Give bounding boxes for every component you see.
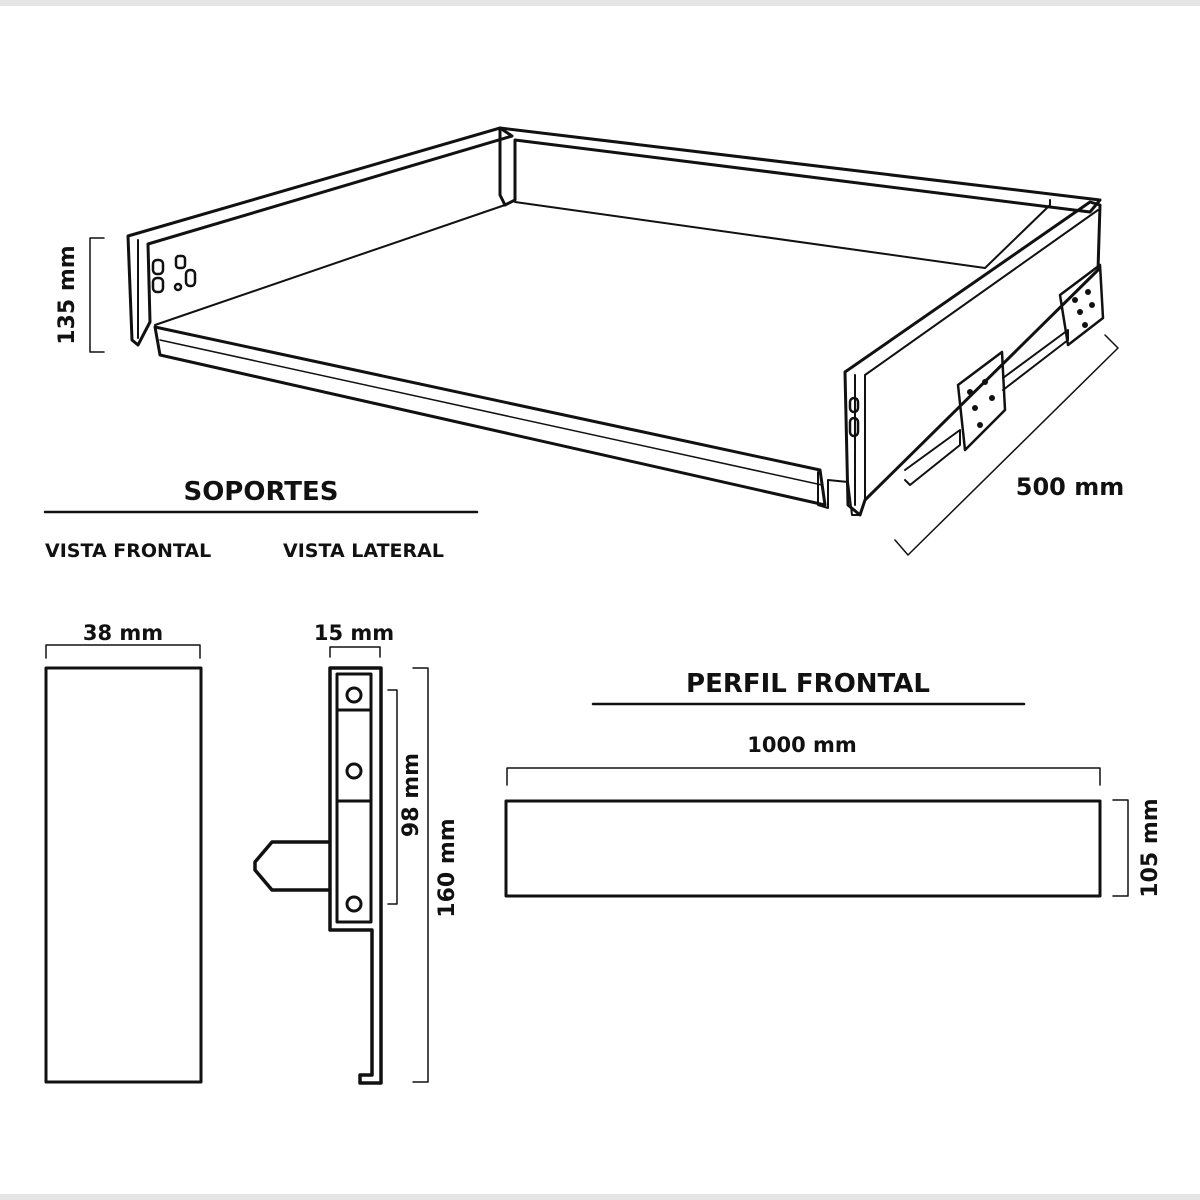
- supports-title: SOPORTES: [183, 477, 338, 507]
- drawer-front-rail: [153, 325, 827, 507]
- front-profile-shape: [504, 799, 1102, 898]
- screw-hole: [345, 686, 363, 704]
- screw-hole: [345, 895, 363, 913]
- profile-height-label: 105 mm: [1138, 798, 1163, 897]
- top-band: [0, 0, 1200, 6]
- drawer-right-panel: [843, 200, 1102, 517]
- profile-width-bracket: [506, 767, 1101, 786]
- side-view-label: VISTA LATERAL: [283, 540, 444, 562]
- front-width-label: 38 mm: [83, 621, 163, 645]
- support-front-view: [44, 666, 203, 1084]
- depth-dimension-bracket: [894, 334, 1119, 556]
- hole-span-label: 98 mm: [399, 753, 424, 837]
- front-view-label: VISTA FRONTAL: [45, 540, 211, 562]
- slide-bracket-front: [956, 350, 1007, 452]
- height-dimension-bracket: [89, 237, 105, 353]
- drawer-illustration: [126, 126, 1105, 517]
- bottom-band: [0, 1194, 1200, 1200]
- front-profile-title: PERFIL FRONTAL: [686, 669, 930, 699]
- drawer-height-label: 135 mm: [55, 245, 80, 344]
- side-width-label: 15 mm: [314, 621, 394, 645]
- hole-span-bracket: [387, 689, 398, 905]
- mounting-holes-left: [151, 254, 197, 294]
- slide-bracket-rear: [1058, 263, 1105, 347]
- profile-width-label: 1000 mm: [747, 733, 857, 757]
- drawer-left-panel: [126, 126, 514, 347]
- profile-height-bracket: [1112, 799, 1129, 897]
- side-height-label: 160 mm: [435, 818, 460, 917]
- screw-hole: [345, 762, 363, 780]
- drawer-depth-label: 500 mm: [1016, 473, 1124, 501]
- mounting-holes-right: [848, 396, 860, 438]
- support-side-view: [253, 666, 383, 1085]
- front-width-bracket: [45, 644, 201, 659]
- side-height-bracket: [412, 667, 429, 1083]
- drawer-back-panel: [498, 126, 1102, 214]
- side-width-bracket: [329, 646, 381, 658]
